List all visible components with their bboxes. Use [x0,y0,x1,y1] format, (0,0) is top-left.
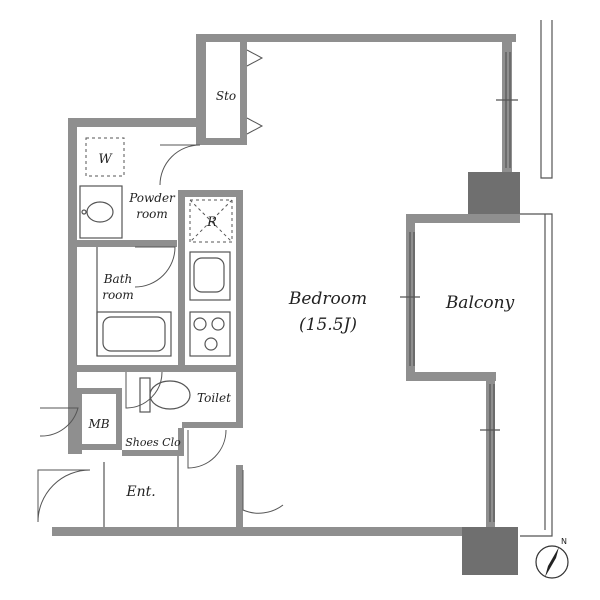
wall-bay-top [406,214,520,223]
toilet-bowl [149,380,191,410]
bedroom-door [242,470,284,514]
toilet-door [125,371,163,409]
label-fridge: R [206,215,217,230]
powder-room-door [159,144,201,186]
column-top-right [468,172,520,222]
refrigerator-space [189,199,233,243]
compass-needle-icon [545,547,559,577]
label-powder-room-1: Powder [128,191,176,205]
column-bottom-right [462,527,518,575]
storage-door-upper [246,49,264,67]
label-bedroom-size: (15.5J) [299,315,357,335]
wall-top [196,34,516,42]
wall-storage-bottom [196,138,247,145]
compass-ring [535,545,569,579]
wall-toilet-right [236,372,243,424]
label-shoes-closet: Shoes Clo [125,436,181,449]
wall-toilet-bottom [182,422,243,428]
wall-storage-right [240,42,247,144]
wall-wing-top [68,118,206,127]
label-toilet: Toilet [197,391,231,405]
doors [37,49,284,527]
windows [400,52,518,522]
washer-space [85,137,125,177]
label-powder-room-2: room [136,207,168,221]
wall-kitchen-top [178,190,243,197]
wall-left [68,118,77,388]
toilet-tank [139,377,151,413]
label-entrance: Ent. [125,484,155,500]
wall-kitchen-right [236,190,243,370]
room-labels: Sto W Powder room R Bath room Bedroom (1… [87,89,514,500]
wall-right-upper [502,34,512,184]
label-meter-box: MB [87,417,109,431]
balcony-railing [520,20,553,537]
label-storage: Sto [216,89,236,103]
bathtub [96,311,172,357]
label-balcony: Balcony [445,293,515,313]
wall-entrance-right [236,465,243,527]
label-bath-2: room [102,288,134,302]
interior-walls [68,42,247,527]
mb-door [39,407,79,437]
cooktop [189,311,231,357]
wall-left-mb [68,388,82,448]
vanity-basin [86,201,114,223]
label-bath-1: Bath [103,272,133,286]
wall-bay-bottom [406,372,496,381]
compass: N [535,537,569,579]
kitchen-sink [189,251,231,301]
wall-storage-left [196,34,206,144]
vanity-counter [79,185,123,239]
wall-bottom [52,527,492,536]
wall-bath-bottom [77,365,243,372]
compass-north-label: N [561,537,567,546]
closet-door [187,429,227,469]
front-door [37,469,91,523]
label-washer: W [98,152,113,167]
bath-room-door [134,246,176,288]
storage-door-lower [246,117,264,135]
fixtures [79,137,233,413]
wall-powder-bath [77,240,177,247]
label-bedroom: Bedroom [288,289,367,309]
wall-kitchen-left [178,190,185,370]
